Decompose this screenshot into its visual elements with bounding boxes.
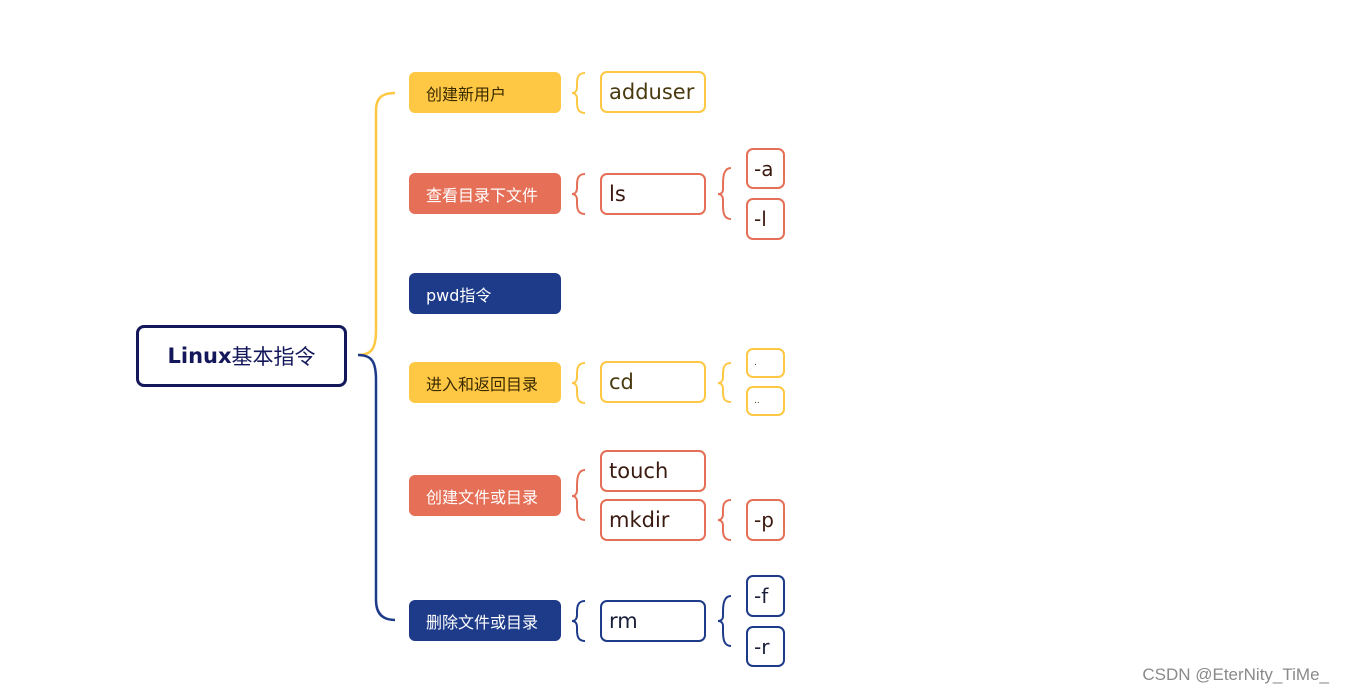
root-label-latin: Linux bbox=[167, 344, 232, 368]
command-cd[interactable]: cd bbox=[600, 361, 706, 403]
option-mkdir-p[interactable]: -p bbox=[746, 499, 785, 541]
brace-mkdir-options bbox=[717, 499, 732, 541]
watermark: CSDN @EterNity_TiMe_ bbox=[1142, 665, 1329, 684]
connector-root-upper bbox=[357, 91, 396, 357]
root-label-cjk: 基本指令 bbox=[231, 345, 316, 369]
command-ls[interactable]: ls bbox=[600, 173, 706, 215]
brace-rm bbox=[571, 600, 586, 642]
category-change-directory[interactable]: 进入和返回目录 bbox=[409, 362, 561, 403]
category-create-user[interactable]: 创建新用户 bbox=[409, 72, 561, 113]
command-rm[interactable]: rm bbox=[600, 600, 706, 642]
command-adduser[interactable]: adduser bbox=[600, 71, 706, 113]
category-remove-file-dir[interactable]: 删除文件或目录 bbox=[409, 600, 561, 641]
option-ls-a[interactable]: -a bbox=[746, 148, 785, 189]
brace-ls bbox=[571, 173, 586, 215]
brace-create bbox=[571, 469, 586, 521]
category-pwd[interactable]: pwd指令 bbox=[409, 273, 561, 314]
connector-root-lower bbox=[357, 353, 396, 622]
option-rm-f[interactable]: -f bbox=[746, 575, 785, 617]
option-cd-dot[interactable]: . bbox=[746, 348, 785, 378]
command-mkdir[interactable]: mkdir bbox=[600, 499, 706, 541]
brace-rm-options bbox=[717, 595, 732, 647]
category-list-files[interactable]: 查看目录下文件 bbox=[409, 173, 561, 214]
brace-cd-options bbox=[717, 362, 732, 403]
category-create-file-dir[interactable]: 创建文件或目录 bbox=[409, 475, 561, 516]
brace-adduser bbox=[571, 72, 586, 114]
option-cd-dotdot[interactable]: .. bbox=[746, 386, 785, 416]
command-touch[interactable]: touch bbox=[600, 450, 706, 492]
brace-cd bbox=[571, 362, 586, 404]
brace-ls-options bbox=[717, 167, 732, 220]
option-ls-l[interactable]: -l bbox=[746, 198, 785, 240]
option-rm-r[interactable]: -r bbox=[746, 626, 785, 667]
